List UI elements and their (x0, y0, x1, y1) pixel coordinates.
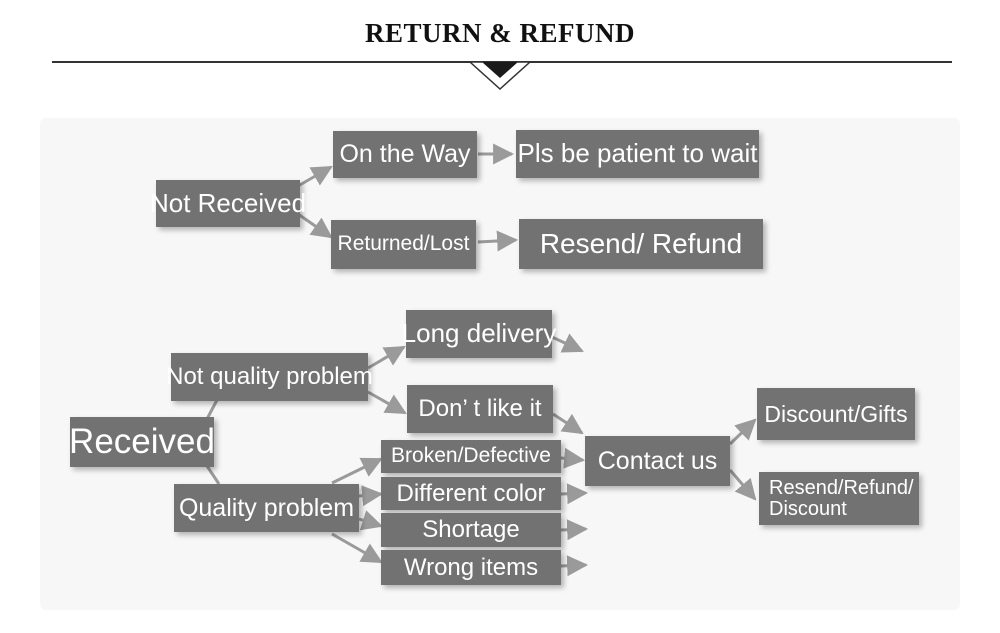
node-returned-lost: Returned/Lost (331, 220, 476, 269)
arrow-quality-wrong (331, 532, 383, 564)
node-contact-us: Contact us (585, 436, 730, 486)
page-title: RETURN & REFUND (365, 18, 635, 48)
chevron-down-icon (468, 61, 532, 91)
arrow-quality-broken (331, 457, 383, 485)
node-dont-like-it: Don’ t like it (407, 385, 553, 433)
node-quality-problem: Quality problem (174, 484, 359, 532)
node-shortage: Shortage (381, 513, 561, 547)
node-resend-refund-discount: Resend/Refund/ Discount (759, 472, 919, 525)
node-pls-be-patient: Pls be patient to wait (516, 130, 759, 178)
arrow-broken-contact (560, 447, 586, 469)
arrow-not-quality-long-delivery (367, 345, 406, 370)
arrow-quality-shortage (358, 510, 384, 531)
arrow-not-received-returned-lost (297, 212, 333, 239)
node-not-received: Not Received (150, 180, 306, 227)
arrow-long-delivery-out (551, 333, 584, 353)
arrow-contact-discount (728, 418, 757, 446)
node-on-the-way: On the Way (333, 131, 477, 178)
node-different-color: Different color (381, 477, 561, 510)
node-long-delivery: Long delivery (402, 310, 556, 358)
arrow-returned-lost-resend (477, 230, 519, 252)
node-discount-gifts: Discount/Gifts (757, 388, 915, 440)
line-received-quality (205, 465, 221, 485)
node-received: Received (69, 417, 215, 467)
line-received-not-quality (205, 399, 219, 420)
arrow-not-quality-dont-like (367, 390, 407, 415)
node-wrong-items: Wrong items (381, 550, 561, 585)
node-not-quality-problem: Not quality problem (166, 353, 373, 401)
node-broken-defective: Broken/Defective (381, 440, 561, 473)
arrow-contact-resend (728, 469, 757, 501)
arrow-color-out (560, 483, 589, 505)
arrow-shortage-out (560, 519, 589, 541)
arrow-wrong-out (560, 555, 589, 577)
arrow-not-received-on-the-way (297, 165, 333, 188)
arrow-dont-like-contact (552, 412, 584, 435)
arrow-quality-color (358, 485, 384, 507)
node-resend-refund: Resend/ Refund (519, 219, 763, 269)
